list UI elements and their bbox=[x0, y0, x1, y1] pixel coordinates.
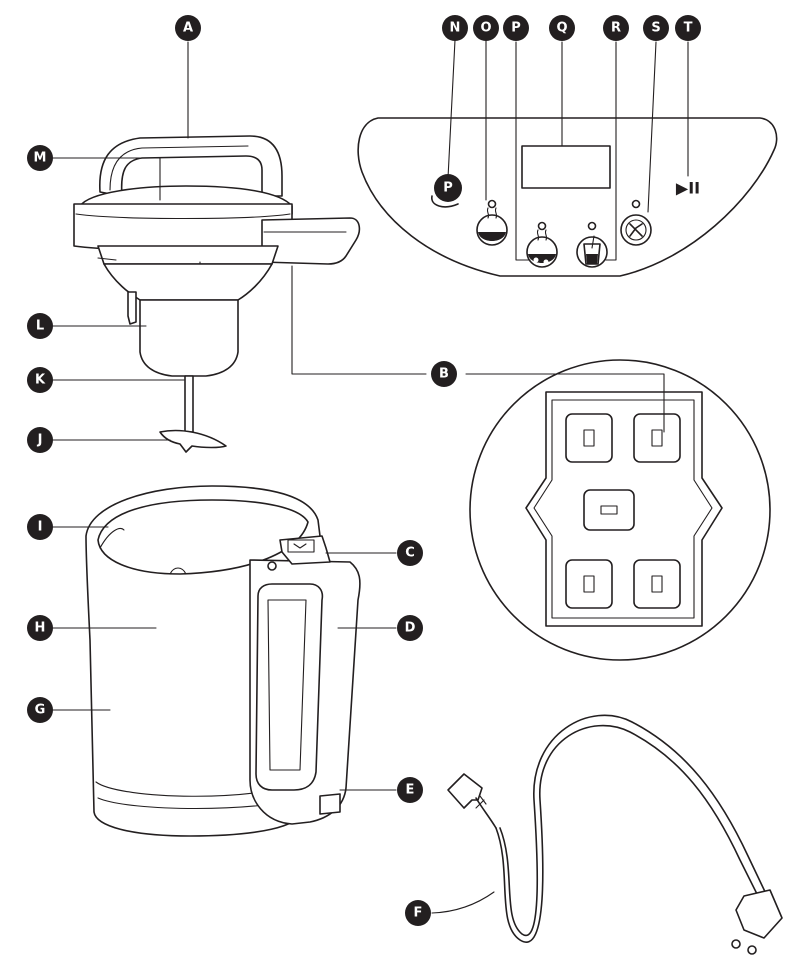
drink-button-icon bbox=[576, 221, 608, 268]
svg-text:P: P bbox=[443, 181, 453, 196]
play-pause-icon: ▶II bbox=[676, 179, 700, 198]
svg-text:T: T bbox=[684, 21, 693, 36]
label-t: T bbox=[675, 15, 701, 41]
label-b: B bbox=[431, 361, 457, 387]
label-j: J bbox=[27, 427, 53, 453]
svg-text:C: C bbox=[405, 546, 415, 561]
svg-text:A: A bbox=[183, 21, 193, 36]
label-f: F bbox=[405, 900, 431, 926]
label-o: O bbox=[473, 15, 499, 41]
label-k: K bbox=[27, 367, 53, 393]
svg-text:L: L bbox=[36, 319, 44, 334]
label-a: A bbox=[175, 15, 201, 41]
svg-text:S: S bbox=[651, 21, 660, 36]
svg-text:B: B bbox=[439, 367, 449, 382]
svg-text:N: N bbox=[450, 21, 461, 36]
label-i: I bbox=[27, 514, 53, 540]
svg-text:K: K bbox=[35, 373, 46, 388]
label-q: Q bbox=[549, 15, 575, 41]
svg-text:D: D bbox=[405, 621, 416, 636]
label-p: P bbox=[503, 15, 529, 41]
label-e: E bbox=[397, 777, 423, 803]
svg-text:O: O bbox=[480, 21, 491, 36]
label-s: S bbox=[643, 15, 669, 41]
label-h: H bbox=[27, 615, 53, 641]
svg-text:E: E bbox=[406, 783, 415, 798]
connector-detail bbox=[469, 359, 771, 661]
blender-head bbox=[73, 135, 361, 453]
leader-lines bbox=[51, 39, 689, 914]
control-panel: P bbox=[357, 117, 778, 277]
jug bbox=[85, 485, 361, 837]
label-g: G bbox=[27, 697, 53, 723]
label-r: R bbox=[603, 15, 629, 41]
svg-text:M: M bbox=[34, 151, 47, 166]
program-button-icon: P bbox=[431, 174, 462, 208]
svg-text:J: J bbox=[37, 433, 43, 448]
soup-button-icon bbox=[476, 199, 508, 246]
svg-text:I: I bbox=[38, 520, 43, 535]
chunky-soup-button-icon bbox=[526, 221, 558, 268]
svg-text:R: R bbox=[611, 21, 621, 36]
svg-text:F: F bbox=[414, 906, 423, 921]
label-n: N bbox=[442, 15, 468, 41]
label-d: D bbox=[397, 615, 423, 641]
label-l: L bbox=[27, 313, 53, 339]
label-c: C bbox=[397, 540, 423, 566]
label-badges: A M L K J B I C H D G E F N O P Q R S T bbox=[27, 15, 701, 926]
svg-text:P: P bbox=[511, 21, 521, 36]
blend-button-icon bbox=[620, 199, 652, 246]
power-cord bbox=[447, 714, 783, 955]
svg-text:G: G bbox=[35, 703, 46, 718]
label-m: M bbox=[27, 145, 53, 171]
svg-text:H: H bbox=[35, 621, 46, 636]
svg-text:Q: Q bbox=[556, 21, 567, 36]
